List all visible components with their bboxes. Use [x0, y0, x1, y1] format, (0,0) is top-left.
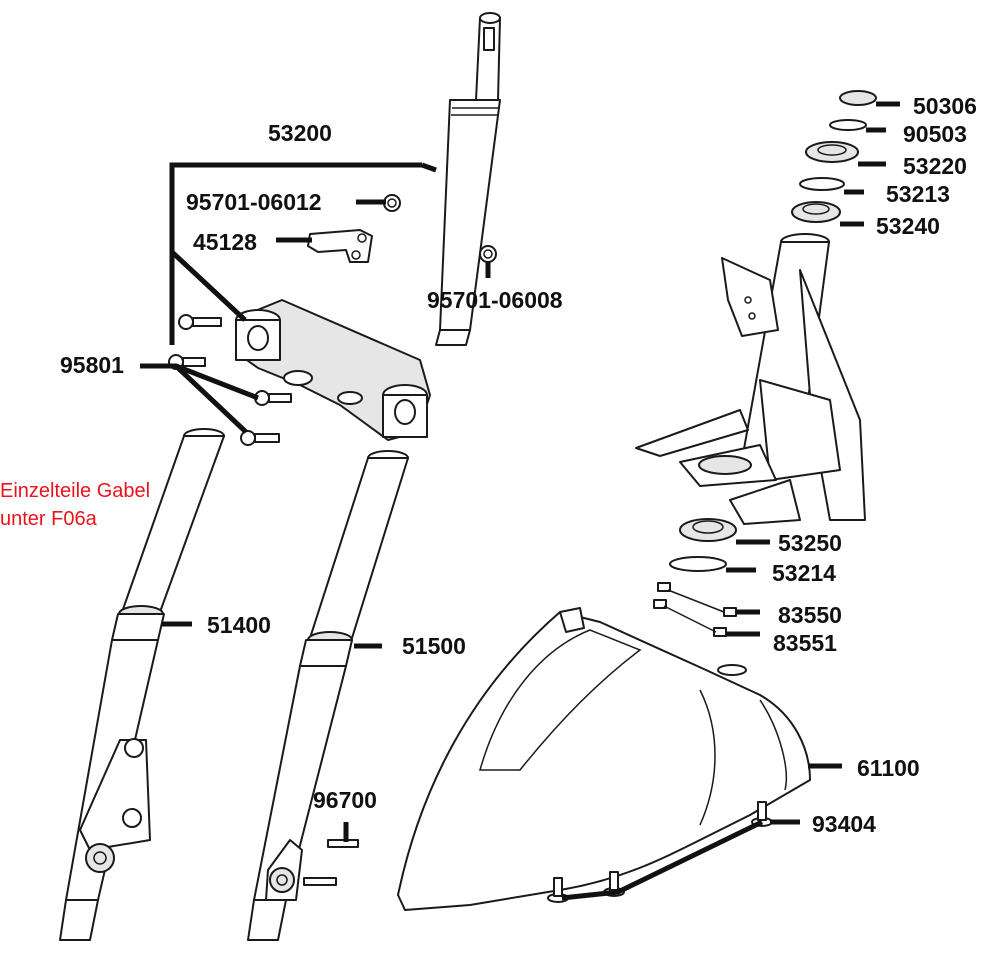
part-label-53200: 53200 [268, 120, 332, 146]
part-label-90503: 90503 [903, 121, 967, 147]
part-label-51500: 51500 [402, 633, 466, 659]
pins-96700 [303, 839, 359, 886]
leader-lines [140, 101, 900, 901]
fork-parts-note-line1: Einzelteile Gabel [0, 480, 151, 502]
fork-parts-note-line2: unter F06a [0, 508, 97, 530]
part-label-95701-06008: 95701-06008 [427, 287, 563, 313]
part-label-45128: 45128 [193, 229, 257, 255]
part-label-83551: 83551 [773, 630, 837, 656]
fork-parts-note: Einzelteile Gabel unter F06a [0, 477, 150, 533]
part-label-53220: 53220 [903, 153, 967, 179]
bracket-45128 [307, 229, 373, 263]
part-label-83550: 83550 [778, 602, 842, 628]
bearing-stack-top [791, 90, 877, 223]
part-label-95801: 95801 [60, 352, 124, 378]
bolt-95701-06008 [479, 245, 497, 263]
part-label-53250: 53250 [778, 530, 842, 556]
part-label-50306: 50306 [913, 93, 977, 119]
fork-leg-right [247, 450, 409, 941]
part-label-51400: 51400 [207, 612, 271, 638]
part-label-95701-06012: 95701-06012 [186, 189, 322, 215]
fork-leg-left [59, 428, 225, 941]
bearing-stack-bottom [653, 518, 737, 637]
part-label-93404: 93404 [812, 811, 876, 837]
part-label-53214: 53214 [772, 560, 836, 586]
part-label-53213: 53213 [886, 181, 950, 207]
bolt-95701-06012 [383, 194, 401, 212]
part-label-61100: 61100 [857, 755, 920, 781]
triple-clamp [235, 299, 431, 441]
part-label-96700: 96700 [313, 787, 377, 813]
bolts-95801 [168, 314, 292, 446]
part-label-53240: 53240 [876, 213, 940, 239]
steering-stem [435, 12, 501, 346]
front-fender [397, 607, 811, 911]
frame-head-tube [635, 233, 866, 525]
